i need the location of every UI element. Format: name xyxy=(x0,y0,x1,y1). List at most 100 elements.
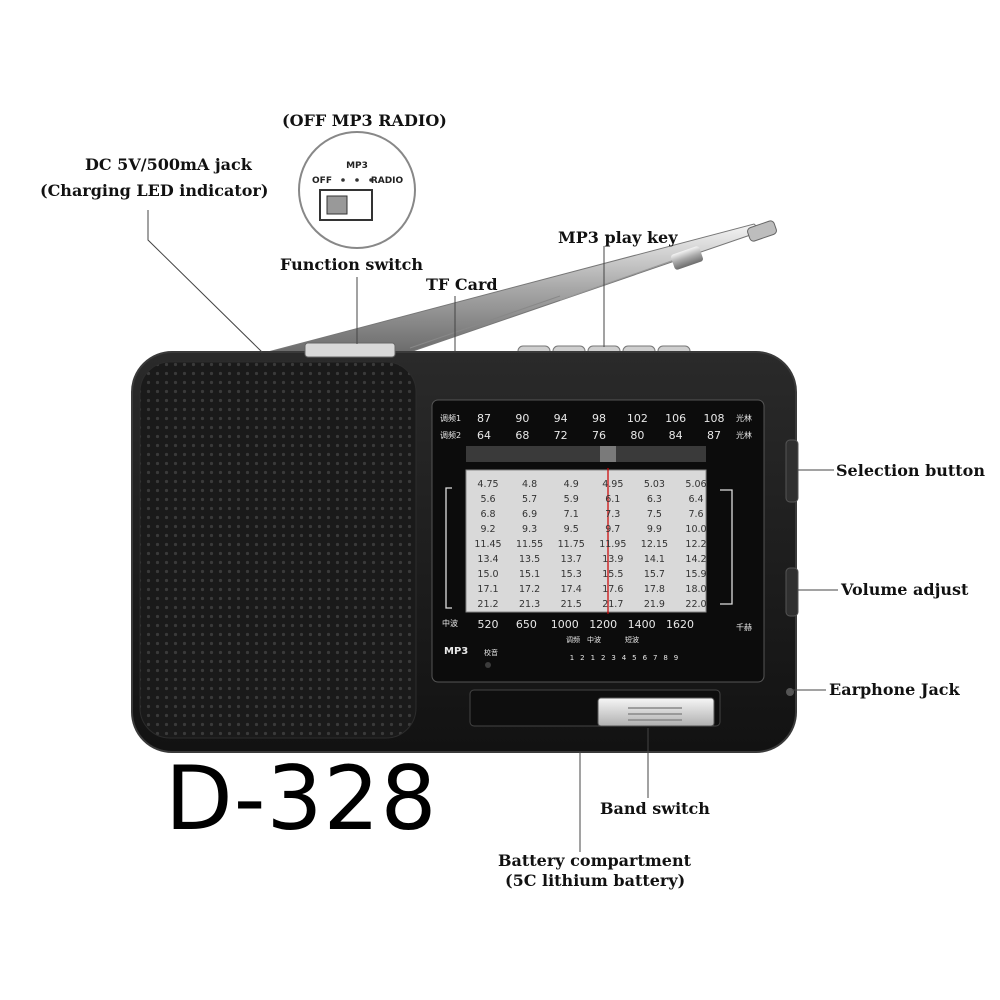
sw-band-value: 15.9 xyxy=(685,569,706,580)
dc-jack-label-line2: (Charging LED indicator) xyxy=(40,181,269,200)
mw-value: 1400 xyxy=(628,618,656,631)
charging-led xyxy=(485,662,491,668)
sw-band-value: 4.95 xyxy=(602,479,623,490)
band-indicator-number: 6 xyxy=(643,654,648,662)
sw-band-value: 21.9 xyxy=(644,599,665,610)
earphone-jack[interactable] xyxy=(786,688,794,696)
led-label: 校音 xyxy=(484,648,498,657)
fm1-value: 106 xyxy=(665,412,686,425)
sw-band-value: 7.5 xyxy=(647,509,662,520)
volume-knob[interactable] xyxy=(785,567,799,617)
band-indicator-number: 1 xyxy=(570,654,574,662)
fm2-label: 调频2 xyxy=(440,430,461,440)
sw-band-value: 5.9 xyxy=(564,494,579,505)
mp3-badge: MP3 xyxy=(444,646,468,657)
sw-band-value: 6.4 xyxy=(688,494,703,505)
sw-band-value: 15.1 xyxy=(519,569,540,580)
mw-value: 1000 xyxy=(551,618,579,631)
sw-band-value: 15.5 xyxy=(602,569,623,580)
dc-jack-label-line1: DC 5V/500mA jack xyxy=(85,155,252,174)
fm2-value: 87 xyxy=(707,429,721,442)
band-switch[interactable] xyxy=(597,697,715,727)
fm2-value: 68 xyxy=(515,429,529,442)
mp3-play-key-label: MP3 play key xyxy=(558,228,678,247)
sw-band-value: 4.75 xyxy=(477,479,498,490)
model-name: D-328 xyxy=(165,747,438,850)
sw-band-value: 12.2 xyxy=(685,539,706,550)
fm1-end: 光林 xyxy=(736,413,752,423)
fm1-value: 90 xyxy=(515,412,529,425)
fm2-value: 76 xyxy=(592,429,606,442)
fm1-value: 108 xyxy=(704,412,725,425)
sw-band-value: 17.4 xyxy=(561,584,582,595)
sw-band-value: 13.9 xyxy=(602,554,623,565)
fm1-value: 98 xyxy=(592,412,606,425)
battery-label-line1: Battery compartment xyxy=(498,851,691,870)
sw-band-value: 22.0 xyxy=(685,599,706,610)
inset-radio: RADIO xyxy=(371,176,404,186)
band-indicator-label: 调频 xyxy=(566,635,580,644)
sw-band-value: 11.75 xyxy=(558,539,585,550)
mw-value: 650 xyxy=(516,618,537,631)
sw-band-value: 13.7 xyxy=(561,554,582,565)
band-indicator-number: 3 xyxy=(611,654,615,662)
fm2-value: 80 xyxy=(630,429,644,442)
sw-band-value: 6.9 xyxy=(522,509,537,520)
band-indicator-number: 5 xyxy=(632,654,636,662)
band-indicator-number: 8 xyxy=(663,654,667,662)
function-switch-slider[interactable] xyxy=(304,342,396,358)
leader-lines xyxy=(147,210,838,852)
sw-band-value: 5.7 xyxy=(522,494,537,505)
sw-band-value: 11.55 xyxy=(516,539,543,550)
sw-band-value: 12.15 xyxy=(641,539,668,550)
tf-card-label: TF Card xyxy=(426,275,498,294)
mw-end: 千赫 xyxy=(736,622,752,632)
fm2-end: 光林 xyxy=(736,430,752,440)
sw-band-value: 4.9 xyxy=(564,479,579,490)
sw-band-value: 6.8 xyxy=(480,509,495,520)
battery-label-line2: (5C lithium battery) xyxy=(505,871,686,890)
function-switch-label: Function switch xyxy=(280,255,424,274)
sw-band-value: 9.5 xyxy=(564,524,579,535)
fm1-value: 87 xyxy=(477,412,491,425)
sw-band-value: 9.3 xyxy=(522,524,537,535)
sw-band-value: 18.0 xyxy=(685,584,706,595)
band-indicator-number: 1 xyxy=(591,654,595,662)
switch-modes-label: (OFF MP3 RADIO) xyxy=(282,111,447,130)
mw-label: 中波 xyxy=(442,618,458,628)
band-switch-label: Band switch xyxy=(600,799,710,818)
sw-band-value: 5.06 xyxy=(685,479,706,490)
earphone-jack-label: Earphone Jack xyxy=(829,680,960,699)
fm1-value: 94 xyxy=(554,412,568,425)
fm2-value: 84 xyxy=(669,429,683,442)
sw-band-value: 6.3 xyxy=(647,494,662,505)
sw-band-value: 7.6 xyxy=(688,509,703,520)
band-indicator-number: 7 xyxy=(653,654,657,662)
inset-off: OFF xyxy=(312,176,332,186)
mw-value: 1200 xyxy=(589,618,617,631)
band-indicator-number: 2 xyxy=(601,654,605,662)
sw-band-value: 14.2 xyxy=(685,554,706,565)
band-indicator-number: 4 xyxy=(622,654,627,662)
inset-mp3: MP3 xyxy=(346,161,368,171)
sw-band-value: 14.1 xyxy=(644,554,665,565)
function-switch-inset xyxy=(298,131,416,249)
sw-band-value: 5.6 xyxy=(480,494,495,505)
band-indicator-number: 2 xyxy=(580,654,584,662)
sw-band-value: 9.7 xyxy=(605,524,620,535)
sw-band-value: 11.45 xyxy=(474,539,501,550)
sw-band-value: 17.8 xyxy=(644,584,665,595)
sw-band-value: 17.2 xyxy=(519,584,540,595)
sw-band-value: 4.8 xyxy=(522,479,537,490)
sw-band-value: 10.0 xyxy=(685,524,706,535)
sw-band-value: 17.6 xyxy=(602,584,623,595)
sw-band-value: 21.3 xyxy=(519,599,540,610)
fm1-value: 102 xyxy=(627,412,648,425)
selection-knob[interactable] xyxy=(785,439,799,503)
band-indicator-label: 短波 xyxy=(625,635,639,644)
sw-band-value: 15.0 xyxy=(477,569,498,580)
sw-band-value: 11.95 xyxy=(599,539,626,550)
sw-band-value: 21.2 xyxy=(477,599,498,610)
